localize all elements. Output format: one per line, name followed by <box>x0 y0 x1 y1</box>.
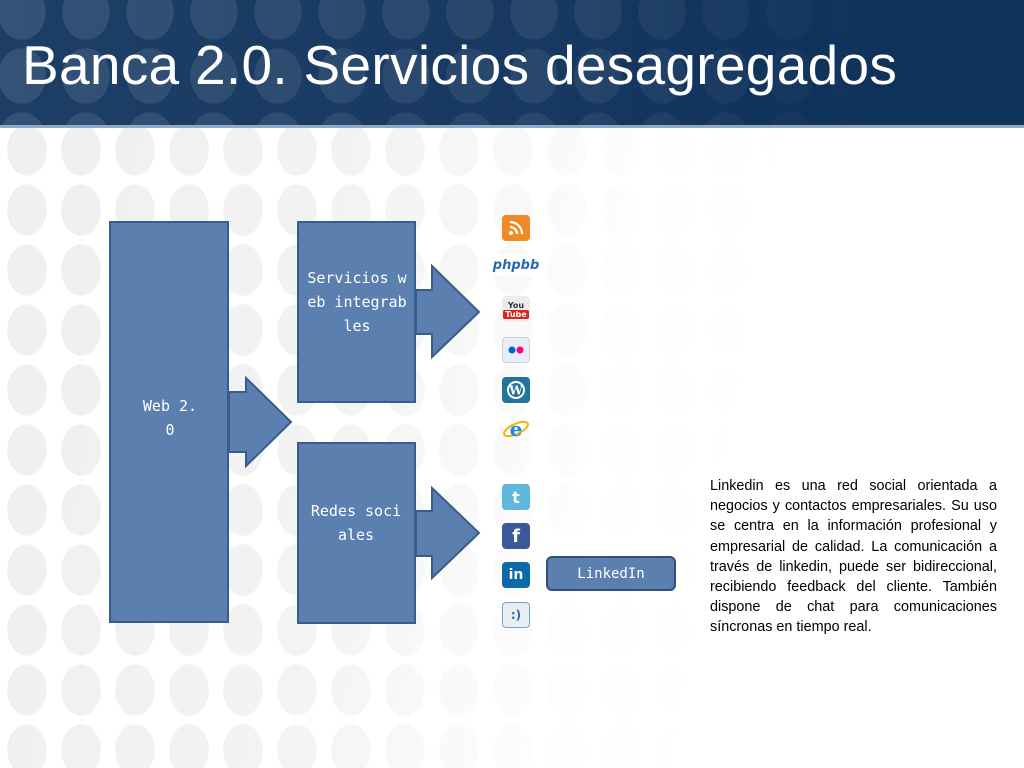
services-label: Servicios web integrables <box>307 269 407 335</box>
services-box <box>297 221 416 403</box>
social-box <box>297 442 416 624</box>
facebook-icon: f <box>502 523 530 549</box>
twitter-icon: t <box>502 484 530 510</box>
social-label: Redes sociales <box>310 502 402 544</box>
title-bar-shade <box>0 0 1024 127</box>
svg-text:e: e <box>510 417 523 441</box>
svg-text:W: W <box>508 384 523 398</box>
youtube-icon: You Tube <box>502 296 530 322</box>
linkedin-button[interactable]: LinkedIn <box>546 556 676 591</box>
services-arrow <box>415 263 481 360</box>
phpbb-icon: phpbb <box>493 254 539 276</box>
flickr-icon <box>502 337 530 363</box>
social-arrow <box>415 485 481 581</box>
title-underline <box>0 125 1024 128</box>
slide-title: Banca 2.0. Servicios desagregados <box>22 34 898 96</box>
chat-icon: :) <box>502 602 530 628</box>
linkedin-description: Linkedin es una red social orientada a n… <box>710 478 997 636</box>
web20-label: Web 2.0 <box>142 397 198 439</box>
wordpress-icon: W <box>502 377 530 403</box>
internet-explorer-icon: e <box>502 416 530 442</box>
linkedin-icon: in <box>502 562 530 588</box>
rss-icon <box>502 215 530 241</box>
web20-arrow <box>228 375 293 469</box>
title-bar: Banca 2.0. Servicios desagregados <box>0 0 1024 127</box>
